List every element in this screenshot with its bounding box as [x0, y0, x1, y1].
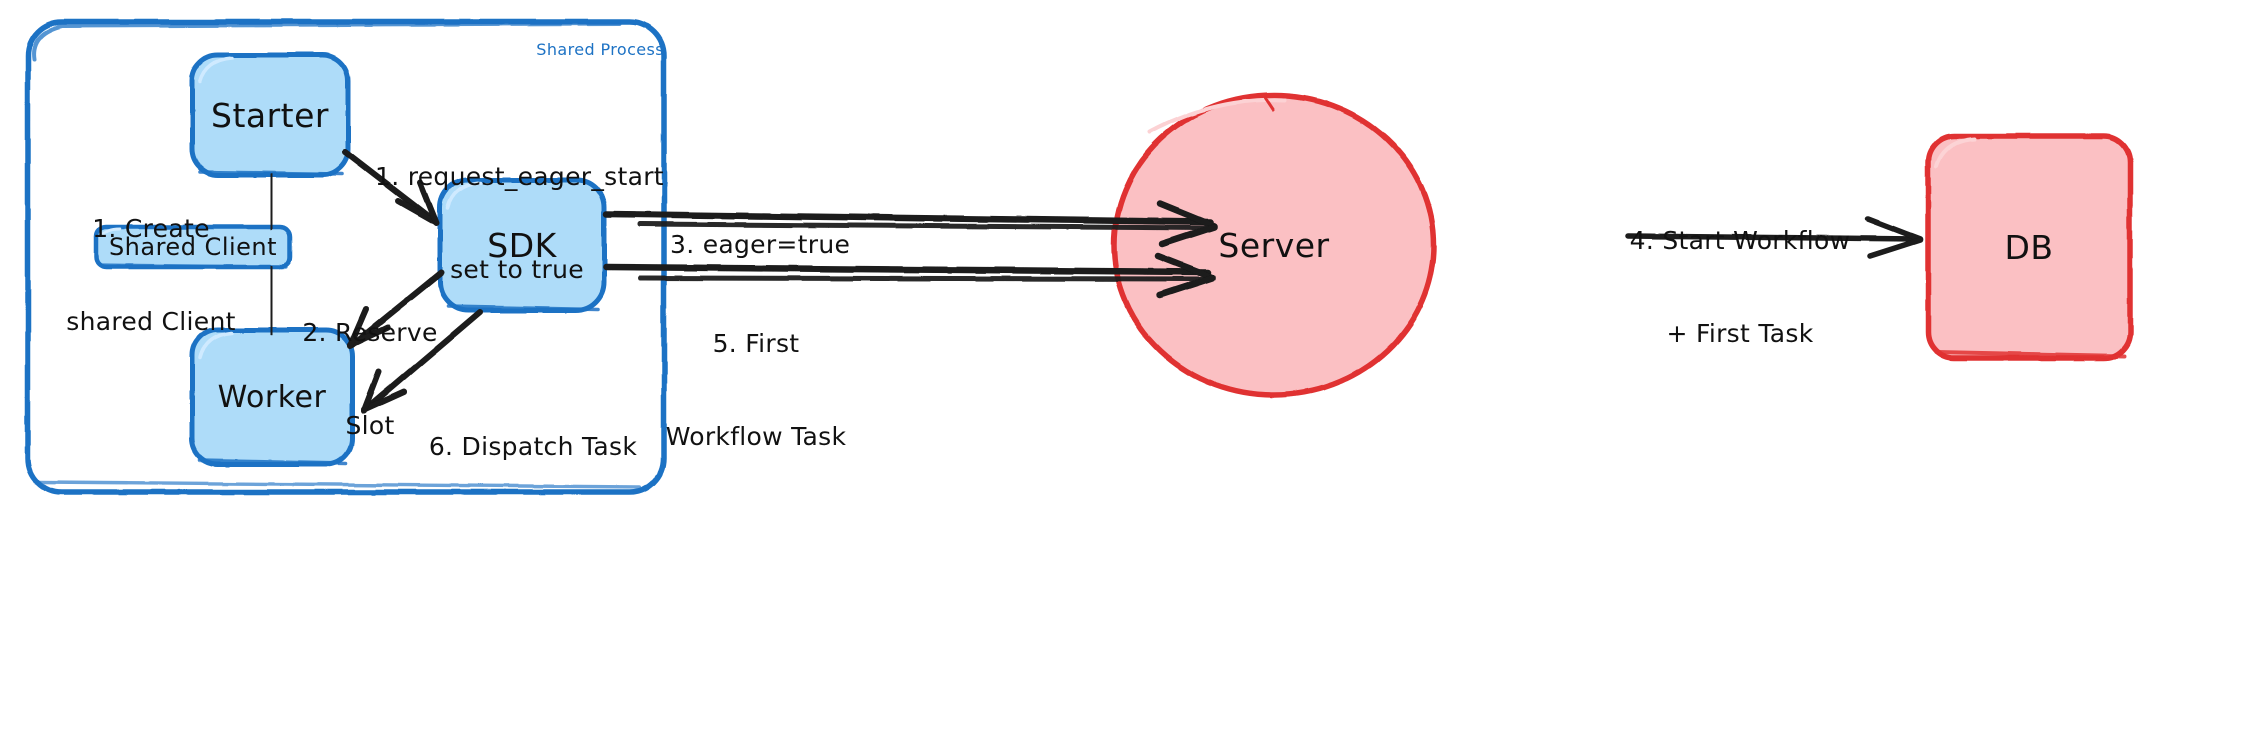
edge-label-dispatch-task: 6. Dispatch Task	[418, 368, 648, 524]
edge-label-line2: + First Task	[1666, 319, 1814, 349]
edge-sdk-to-server-eager	[602, 200, 1218, 248]
edge-label-line1: 6. Dispatch Task	[428, 431, 638, 461]
edge-label-eager-true: 3. eager=true	[670, 166, 851, 322]
edge-sdk-to-worker-dispatch	[361, 309, 483, 414]
edge-label-first-workflow-task: 5. First Workflow Task	[658, 265, 854, 515]
edge-server-to-db	[1625, 216, 1923, 259]
edge-label-request-eager-start: 1. request_eager_start set to true	[375, 98, 664, 348]
edge-label-reserve-slot: 2. Reserve Slot	[296, 254, 444, 504]
edge-starter-sharedclient-worker	[268, 173, 275, 336]
edge-starter-to-sdk	[342, 149, 439, 226]
edge-label-line2: Workflow Task	[665, 422, 847, 452]
edge-sdk-to-worker-reserve	[347, 269, 445, 349]
node-db-shape	[1925, 133, 2133, 361]
edge-label-line1: 1. Create	[92, 213, 210, 243]
group-shared-process	[25, 19, 667, 495]
edge-label-line2: shared Client	[66, 307, 236, 337]
edge-label-line1: 1. request_eager_start	[375, 161, 664, 191]
edge-label-line1: 3. eager=true	[670, 229, 851, 259]
edge-server-to-sdk-firsttask	[602, 252, 1216, 299]
edge-label-line2: set to true	[450, 255, 584, 285]
edge-label-line1: 2. Reserve	[302, 317, 438, 347]
node-shared-client-shape	[93, 224, 293, 270]
node-starter-shape	[189, 52, 351, 178]
node-sdk-shape	[437, 177, 607, 313]
edge-label-create-shared-client: 1. Create shared Client	[36, 150, 266, 400]
edge-label-start-workflow: 4. Start Workflow + First Task	[1600, 162, 1880, 412]
edge-label-line1: 4. Start Workflow	[1629, 225, 1851, 255]
node-worker-shape	[189, 327, 355, 467]
edge-label-line1: 5. First	[712, 328, 800, 358]
node-server-shape	[1111, 92, 1437, 398]
group-title-shared-process: Shared Process	[536, 40, 664, 59]
edge-label-line2: Slot	[345, 411, 395, 441]
